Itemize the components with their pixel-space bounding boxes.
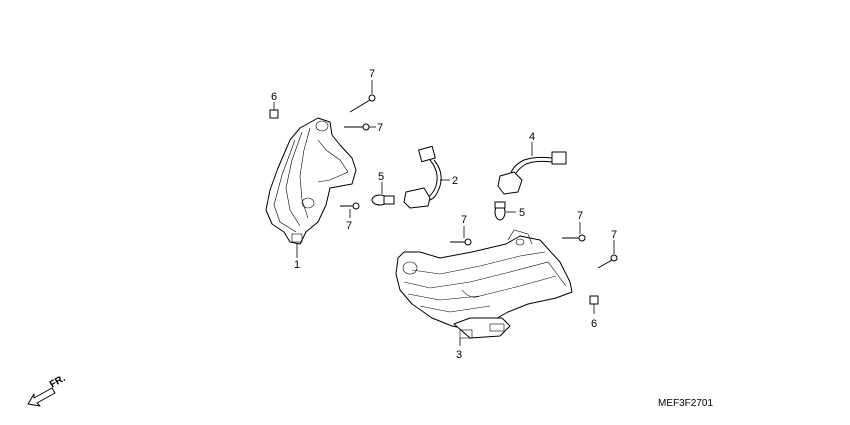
front-direction-label: FR. (48, 373, 68, 391)
bulb-part-5-right (494, 201, 516, 221)
callout-7-f: 7 (611, 229, 617, 241)
screw-part-7-e (562, 222, 586, 242)
front-direction-arrow: FR. (27, 373, 68, 407)
callout-2: 2 (452, 175, 458, 187)
clip-part-6-lower (589, 295, 599, 314)
callout-5-right: 5 (519, 207, 525, 219)
clip-part-6-upper (269, 102, 279, 119)
callout-6-lower: 6 (591, 318, 597, 330)
screw-part-7-c (340, 202, 360, 218)
bulb-part-5-left (371, 182, 395, 206)
callout-7-c: 7 (346, 220, 352, 232)
callout-7-d: 7 (461, 214, 467, 226)
callout-7-e: 7 (577, 210, 583, 222)
callout-4: 4 (529, 131, 535, 143)
screw-part-7-f (597, 240, 618, 269)
callout-7-a: 7 (369, 68, 375, 80)
left-turn-signal-housing (265, 117, 357, 258)
callout-1: 1 (294, 259, 300, 271)
callout-7-b: 7 (377, 122, 383, 134)
lamp-lens-assembly (395, 229, 573, 346)
socket-wire-part-4 (497, 142, 567, 195)
socket-wire-part-2 (403, 145, 450, 209)
screw-part-7-d (450, 226, 472, 246)
callout-3: 3 (456, 349, 462, 361)
screw-part-7-b (344, 123, 376, 131)
callout-6-upper: 6 (271, 91, 277, 103)
callout-5-left: 5 (378, 171, 384, 183)
screw-part-7-a (349, 80, 376, 113)
diagram-code: MEF3F2701 (658, 398, 713, 409)
